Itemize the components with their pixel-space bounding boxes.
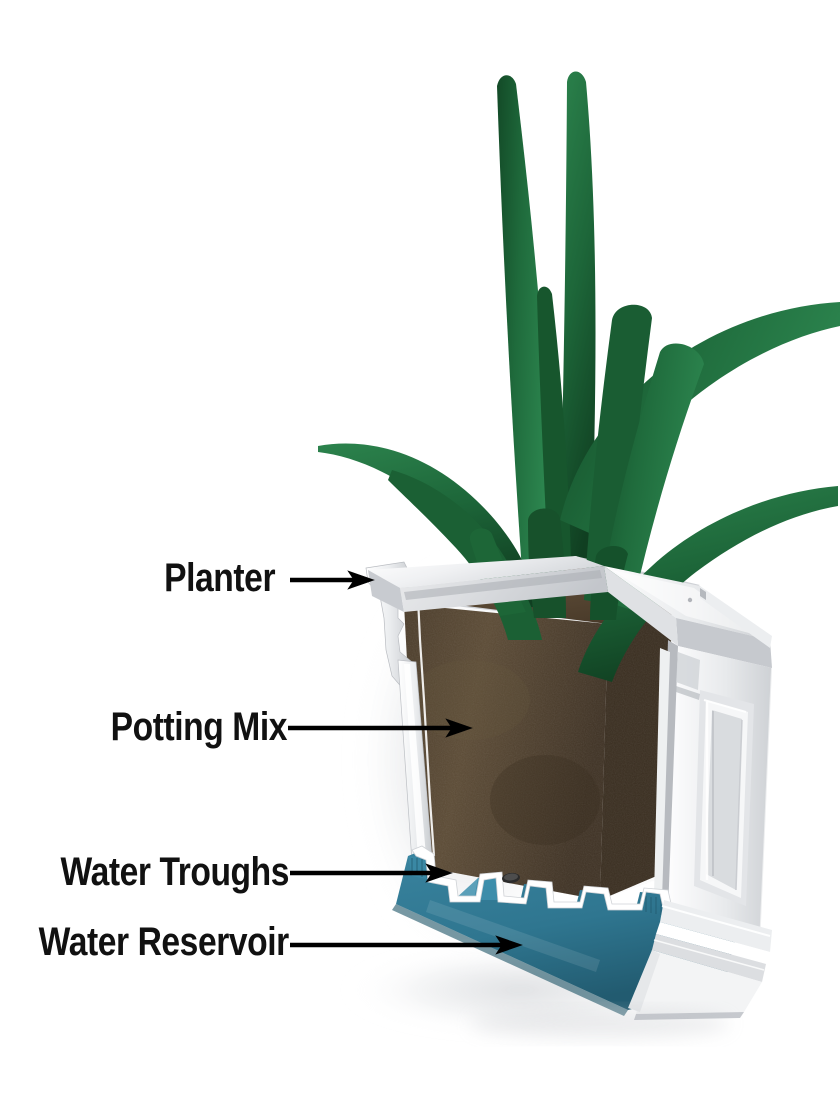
- planter-body-right: [654, 640, 773, 947]
- callout-label-potting-mix: Potting Mix: [110, 705, 288, 749]
- callout-label-planter: Planter: [164, 556, 275, 600]
- base-contact-shadow: [470, 1010, 730, 1038]
- planter-rim: [368, 556, 772, 668]
- callout-label-water-troughs: Water Troughs: [60, 850, 289, 894]
- callout-label-water-reservoir: Water Reservoir: [38, 920, 290, 964]
